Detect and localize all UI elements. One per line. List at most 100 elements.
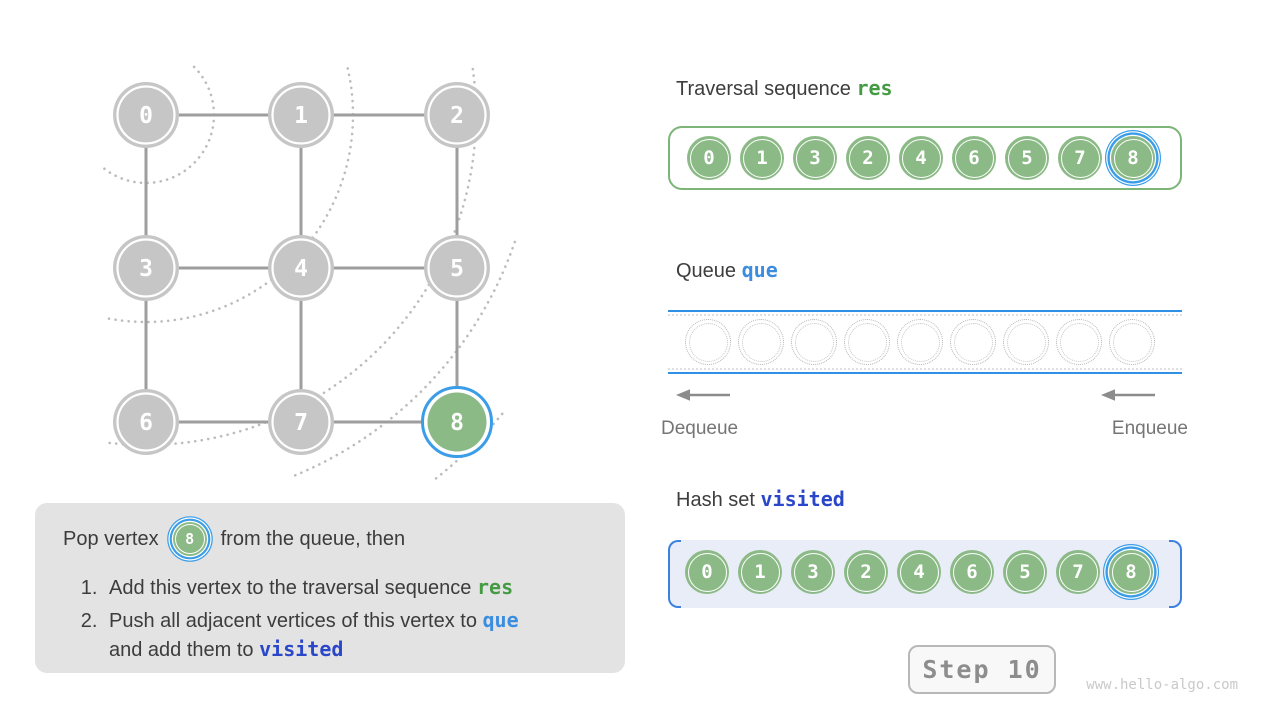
hashset-circle: 6 [950, 550, 994, 594]
vertex-disk [424, 235, 490, 301]
bfs-level-arc [99, 65, 216, 185]
traversal-sequence-title: Traversal sequence [676, 78, 851, 100]
vertex-disk [424, 82, 490, 148]
sequence-circle: 2 [846, 136, 890, 180]
vertex-disk [427, 392, 487, 452]
instruction-intro: Pop vertex 8 from the queue, then [63, 519, 597, 559]
hashset-circle: 0 [685, 550, 729, 594]
res-code-label: res [856, 76, 893, 100]
graph-vertex-8: 8 [421, 386, 493, 458]
instruction-step: Add this vertex to the traversal sequenc… [103, 573, 597, 602]
current-vertex-badge: 8 [172, 522, 207, 556]
step-text: and add them to [109, 639, 260, 661]
bfs-graph: 0 1 2 3 4 5 6 7 8 [99, 65, 517, 483]
bfs-level-arc [290, 240, 517, 478]
queue-empty-slot [1109, 319, 1155, 365]
que-code-label: que [741, 258, 778, 282]
hashset-circle: 1 [738, 550, 782, 594]
instruction-step: Push all adjacent vertices of this verte… [103, 606, 597, 664]
instruction-steps: Add this vertex to the traversal sequenc… [63, 573, 597, 664]
sequence-circle: 1 [740, 136, 784, 180]
queue-empty-slot [738, 319, 784, 365]
hash-set-title: Hash set [676, 489, 755, 511]
queue-empty-slot [685, 319, 731, 365]
visited-code-label: visited [760, 487, 845, 511]
vertex-label: 8 [450, 410, 464, 436]
vertex-inner-ring [116, 85, 176, 145]
hashset-circle: 7 [1056, 550, 1100, 594]
vertex-inner-ring [271, 238, 331, 298]
bfs-level-arc [104, 67, 478, 447]
traversal-sequence-header: Traversal sequence res [676, 76, 893, 101]
vertex-inner-ring [427, 238, 487, 298]
vertex-label: 7 [294, 410, 308, 436]
queue-empty-slot [1056, 319, 1102, 365]
res-code-ref: res [476, 575, 514, 599]
queue-empty-slot [1003, 319, 1049, 365]
step-button[interactable]: Step 10 [908, 645, 1056, 694]
graph-vertex-4: 4 [268, 235, 334, 301]
bfs-level-arc [431, 412, 504, 483]
vertex-label: 4 [294, 256, 308, 282]
instruction-box: Pop vertex 8 from the queue, then Add th… [35, 503, 625, 673]
step-text: Add this vertex to the traversal sequenc… [109, 577, 477, 599]
vertex-disk [268, 82, 334, 148]
vertex-disk [113, 82, 179, 148]
vertex-inner-ring [116, 238, 176, 298]
hashset-circle: 5 [1003, 550, 1047, 594]
graph-vertex-5: 5 [424, 235, 490, 301]
vertex-label: 2 [450, 103, 464, 129]
graph-vertex-0: 0 [113, 82, 179, 148]
queue-band [668, 310, 1182, 374]
sequence-circle: 6 [952, 136, 996, 180]
graph-vertex-6: 6 [113, 389, 179, 455]
hashset-circle: 3 [791, 550, 835, 594]
vertex-label: 3 [139, 256, 153, 282]
watermark: www.hello-algo.com [1086, 677, 1238, 693]
queue-header: Queue que [676, 258, 778, 283]
vertex-label: 6 [139, 410, 153, 436]
sequence-circle: 4 [899, 136, 943, 180]
graph-vertex-3: 3 [113, 235, 179, 301]
queue-empty-slot [791, 319, 837, 365]
sequence-circle: 5 [1005, 136, 1049, 180]
intro-text-after: from the queue, then [220, 527, 406, 550]
hashset-circle: 2 [844, 550, 888, 594]
sequence-circle: 3 [793, 136, 837, 180]
vertex-label: 1 [294, 103, 308, 129]
queue-title: Queue [676, 260, 737, 282]
vertex-disk [268, 235, 334, 301]
hashset-circle: 8 [1109, 550, 1153, 594]
queue-empty-slot [897, 319, 943, 365]
vertex-disk [113, 389, 179, 455]
enqueue-label: Enqueue [1111, 418, 1188, 439]
dequeue-label: Dequeue [661, 418, 739, 439]
graph-vertex-7: 7 [268, 389, 334, 455]
vertex-disk [113, 235, 179, 301]
vertex-inner-ring [271, 392, 331, 452]
queue-empty-slot [844, 319, 890, 365]
vertex-inner-ring [116, 392, 176, 452]
vertex-label: 0 [139, 103, 153, 129]
enqueue-arrow-icon [1101, 389, 1155, 401]
sequence-circle: 0 [687, 136, 731, 180]
graph-vertex-2: 2 [424, 82, 490, 148]
queue-slots-row [685, 319, 1155, 365]
sequence-circle: 7 [1058, 136, 1102, 180]
vertex-inner-ring [427, 85, 487, 145]
graph-vertex-1: 1 [268, 82, 334, 148]
vertex-disk [268, 389, 334, 455]
hash-set-header: Hash set visited [676, 487, 845, 512]
queue-empty-slot [950, 319, 996, 365]
dequeue-arrow-icon [676, 389, 730, 401]
vertex-inner-ring [271, 85, 331, 145]
intro-text-before: Pop vertex [63, 527, 159, 550]
vertex-label: 5 [450, 256, 464, 282]
visited-code-ref: visited [259, 637, 344, 661]
hashset-circle: 4 [897, 550, 941, 594]
que-code-ref: que [482, 608, 519, 632]
